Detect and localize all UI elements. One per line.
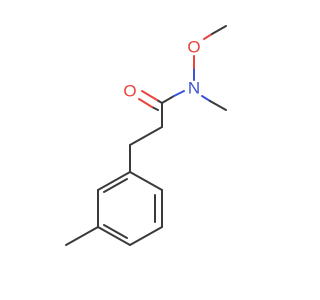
carbonyl-bond-b-o: [138, 98, 153, 108]
ring-bond-3: [129, 226, 163, 246]
n-methyl-bond-n: [201, 95, 211, 102]
amide-bond-c: [161, 95, 175, 104]
ring-bond-6: [97, 171, 131, 191]
chain-bond-2: [129, 126, 163, 146]
o-methyl-bond-o: [203, 33, 213, 40]
ring-double-bond-2: [103, 224, 128, 239]
ring-double-bond-3: [103, 178, 128, 193]
carbonyl-bond-a-o: [141, 90, 158, 101]
o-methyl-bond-c: [211, 25, 227, 35]
amide-nitrogen-label: N: [188, 79, 200, 98]
molecule-drawing: O N O: [65, 25, 227, 246]
methoxy-oxygen-label: O: [187, 38, 200, 57]
structure-diagram: O N O: [65, 25, 227, 246]
aryl-methyl-bond: [65, 226, 99, 246]
benzene-ring: [97, 171, 163, 246]
amide-bond-n: [173, 90, 185, 97]
ring-bond-1: [129, 171, 163, 191]
carbonyl-bond-b: [151, 106, 159, 111]
n-methyl-bond-c: [209, 100, 227, 111]
ring-bond-4: [97, 226, 131, 246]
carbonyl-oxygen-label: O: [123, 82, 136, 101]
